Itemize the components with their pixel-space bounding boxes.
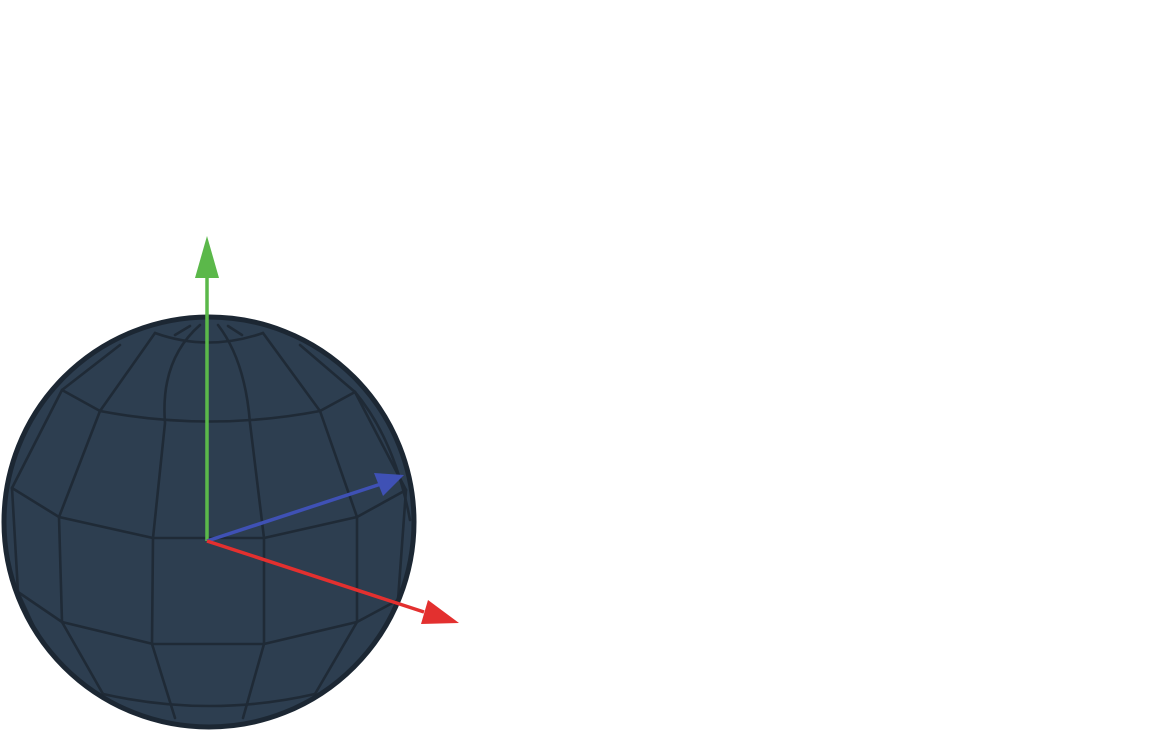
meridian-3	[57, 331, 157, 696]
meridian-7	[173, 324, 192, 337]
y-axis-head	[195, 236, 219, 278]
latitude-ring-mid-lower	[16, 590, 400, 646]
z-axis-arrow[interactable]	[206, 473, 404, 543]
meridian-2	[216, 323, 266, 720]
latitude-ring-upper	[60, 388, 357, 423]
z-axis-shaft	[206, 482, 382, 543]
axes-gizmo[interactable]	[195, 236, 459, 624]
z-axis-head	[374, 473, 404, 496]
meridian-1	[150, 323, 202, 720]
x-axis-head	[421, 600, 459, 624]
meridian-4	[261, 331, 359, 696]
sphere-outline	[1, 314, 417, 730]
x-axis-shaft	[206, 539, 425, 614]
y-axis-arrow[interactable]	[195, 236, 219, 541]
meridian-9	[353, 390, 412, 522]
x-axis-arrow[interactable]	[206, 539, 459, 624]
sphere-body	[4, 317, 414, 727]
sphere-object[interactable]	[1, 314, 417, 730]
latitude-ring-lower	[101, 692, 317, 708]
meridian-8	[226, 324, 244, 337]
